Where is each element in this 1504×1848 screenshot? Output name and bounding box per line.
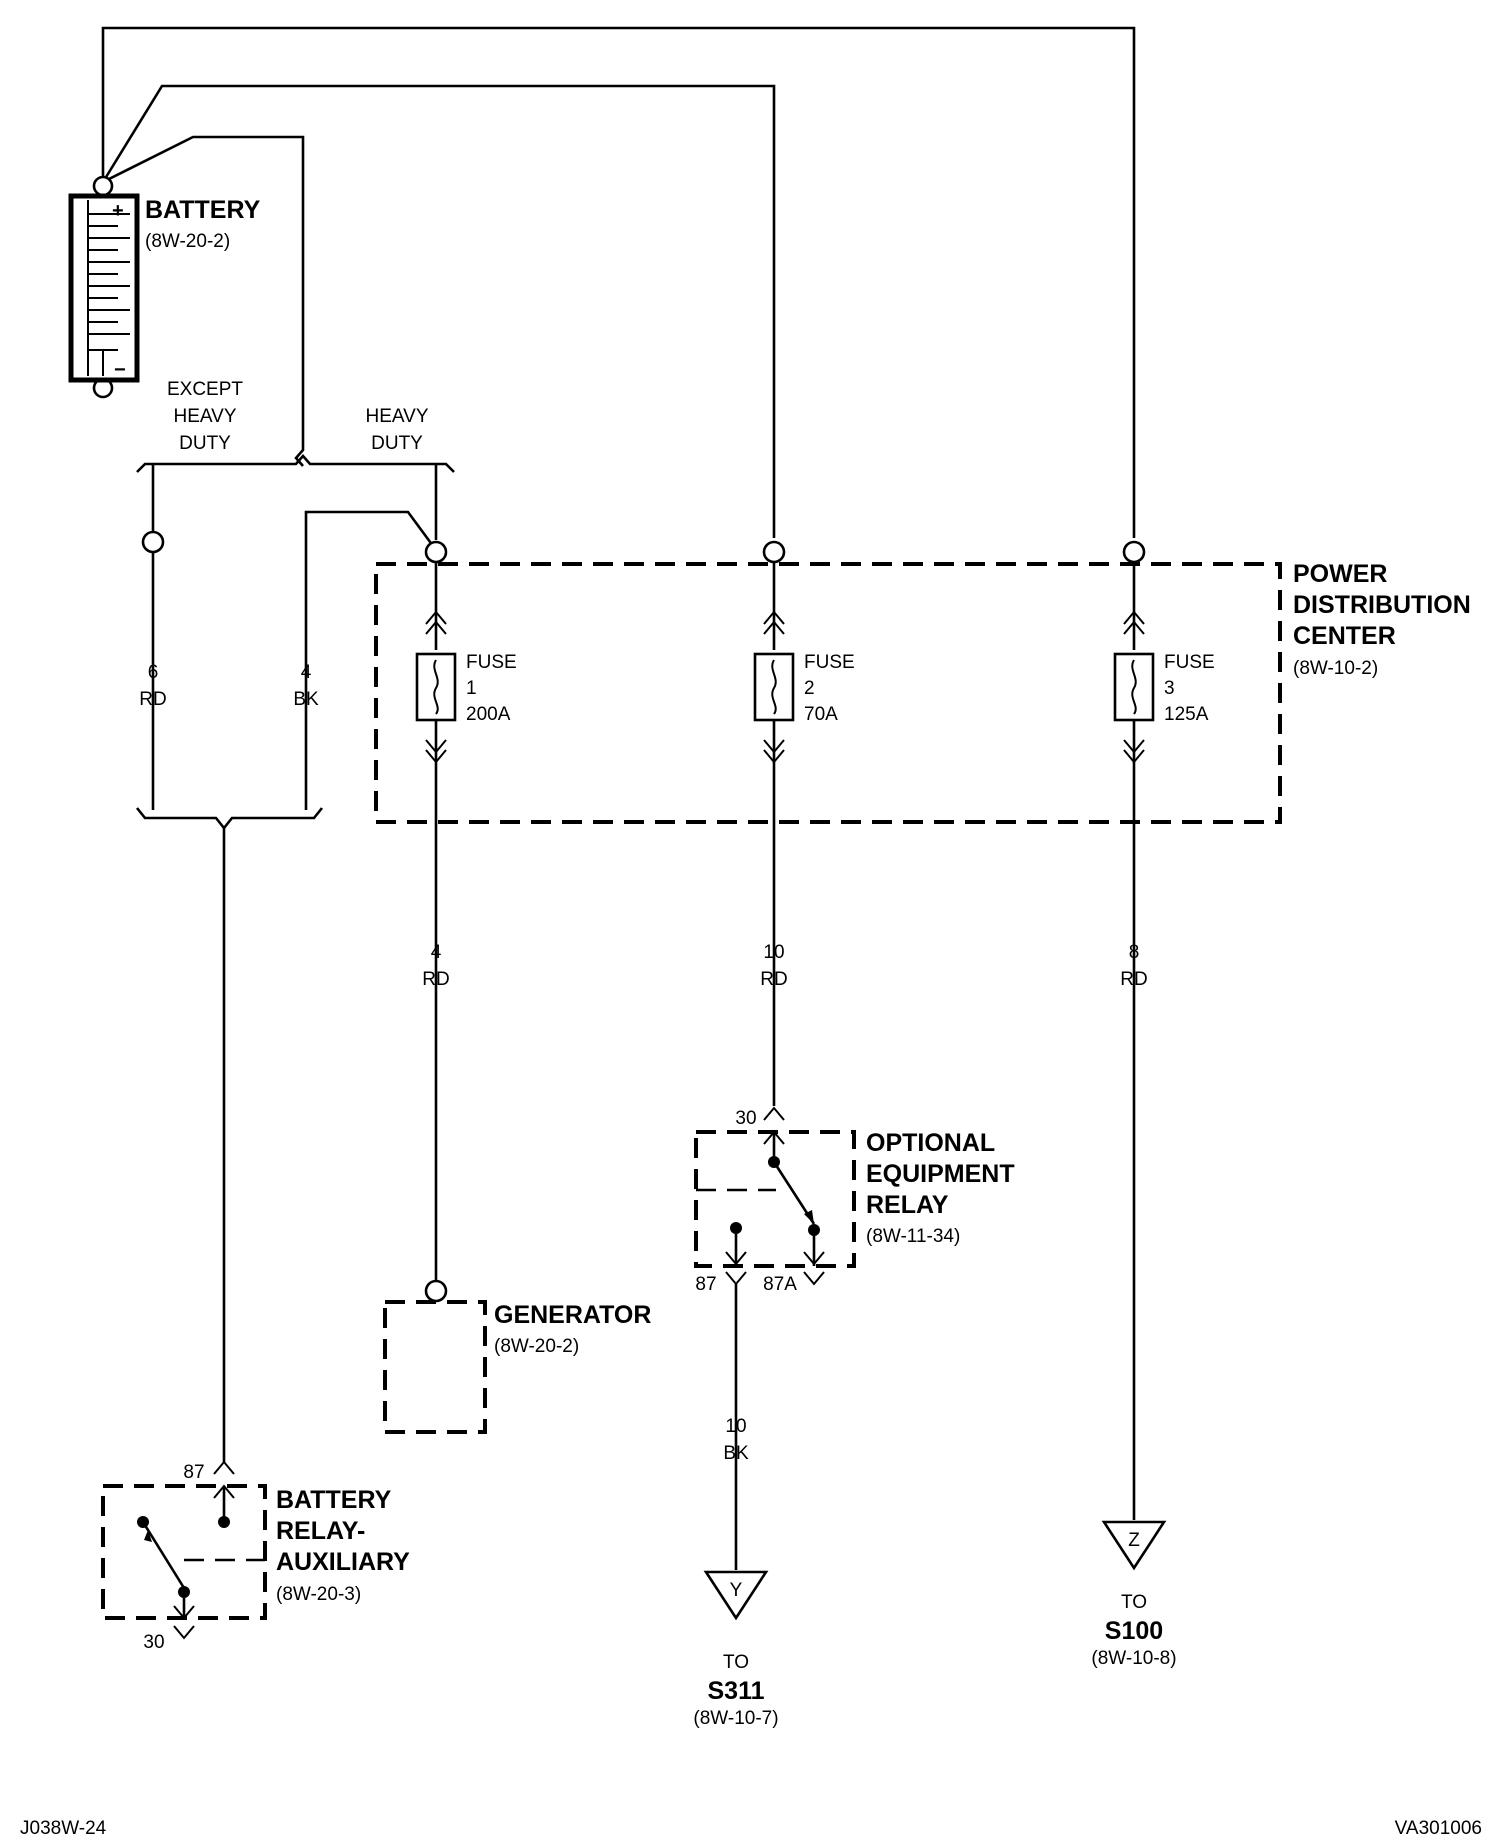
- fuse-3-num: 3: [1164, 678, 1175, 699]
- connector-y-ref: (8W-10-7): [693, 1708, 778, 1729]
- fuse-2-symbol: [753, 562, 795, 1106]
- fuse-3-symbol: [1113, 562, 1155, 1520]
- option-bracket-top: [136, 454, 455, 540]
- heavy-duty-2: DUTY: [371, 433, 423, 454]
- oe-relay-pin-87: 87: [695, 1274, 716, 1295]
- except-heavy-duty-3: DUTY: [179, 433, 231, 454]
- oe-relay-name-1: OPTIONAL: [866, 1129, 995, 1157]
- wire-10bk-color: BK: [723, 1443, 749, 1464]
- oe-relay-name-2: EQUIPMENT: [866, 1160, 1015, 1188]
- wire-4bk-color: BK: [293, 689, 319, 710]
- wire-10rd-gauge: 10: [763, 942, 784, 963]
- except-heavy-duty-2: HEAVY: [173, 406, 236, 427]
- connector-y-symbol: [703, 1570, 769, 1621]
- wire-4rd-gauge: 4: [431, 942, 442, 963]
- wire-10bk-gauge: 10: [725, 1416, 746, 1437]
- connector-z-to: TO: [1121, 1592, 1147, 1613]
- battery-minus: −: [114, 359, 126, 381]
- fuse-1-num: 1: [466, 678, 477, 699]
- oe-relay-name-3: RELAY: [866, 1191, 949, 1219]
- connector-y-target: S311: [707, 1677, 764, 1705]
- pdc-name-1: POWER: [1293, 560, 1387, 588]
- wire-8rd-gauge: 8: [1129, 942, 1140, 963]
- connector-z-symbol: [1101, 1520, 1167, 1571]
- battery-feed-wires: [101, 26, 1136, 538]
- battery-relay-symbol: [101, 1460, 267, 1640]
- pdc-box: [374, 562, 1282, 824]
- generator-box: [383, 1300, 487, 1434]
- battery-relay-name-2: RELAY-: [276, 1517, 365, 1545]
- option-bracket-bottom: [135, 807, 324, 831]
- battery-label: BATTERY: [145, 196, 261, 224]
- battery-relay-ref: (8W-20-3): [276, 1584, 361, 1605]
- footer-right-code: VA301006: [1395, 1818, 1482, 1839]
- oe-relay-symbol: [694, 1106, 856, 1570]
- fuse-1-symbol: [415, 562, 457, 1280]
- fuse-3-word: FUSE: [1164, 652, 1215, 673]
- battery-relay-name-3: AUXILIARY: [276, 1548, 410, 1576]
- wire-10rd-color: RD: [760, 969, 787, 990]
- fuse-2-word: FUSE: [804, 652, 855, 673]
- battery-relay-pin-30: 30: [143, 1632, 164, 1653]
- oe-relay-pin-30: 30: [735, 1108, 756, 1129]
- footer-left-code: J038W-24: [20, 1818, 107, 1839]
- fuse-2-rating: 70A: [804, 704, 838, 725]
- wire-4bk-gauge: 4: [301, 662, 312, 683]
- connector-z-ref: (8W-10-8): [1091, 1648, 1176, 1669]
- connector-y-to: TO: [723, 1652, 749, 1673]
- fuse-1-word: FUSE: [466, 652, 517, 673]
- generator-ref: (8W-20-2): [494, 1336, 579, 1357]
- wire-8rd-color: RD: [1120, 969, 1147, 990]
- generator-label: GENERATOR: [494, 1301, 651, 1329]
- pdc-ref: (8W-10-2): [1293, 658, 1378, 679]
- except-heavy-duty-1: EXCEPT: [167, 379, 243, 400]
- battery-relay-pin-87: 87: [183, 1462, 204, 1483]
- oe-relay-pin-87a: 87A: [763, 1274, 797, 1295]
- battery-ref: (8W-20-2): [145, 231, 230, 252]
- connector-z-letter: Z: [1128, 1530, 1140, 1551]
- heavy-duty-1: HEAVY: [365, 406, 428, 427]
- connector-y-letter: Y: [730, 1580, 743, 1601]
- wire-4rd-color: RD: [422, 969, 449, 990]
- oe-relay-ref: (8W-11-34): [866, 1226, 960, 1247]
- wire-6rd-gauge: 6: [148, 662, 159, 683]
- battery-relay-name-1: BATTERY: [276, 1486, 392, 1514]
- battery-symbol: [68, 175, 140, 399]
- fuse-1-rating: 200A: [466, 704, 511, 725]
- connector-z-target: S100: [1105, 1617, 1163, 1645]
- pdc-name-3: CENTER: [1293, 622, 1396, 650]
- wire-6rd-color: RD: [139, 689, 166, 710]
- fuse-2-num: 2: [804, 678, 815, 699]
- pdc-name-2: DISTRIBUTION: [1293, 591, 1471, 619]
- battery-plus: +: [112, 200, 124, 222]
- fuse-3-rating: 125A: [1164, 704, 1209, 725]
